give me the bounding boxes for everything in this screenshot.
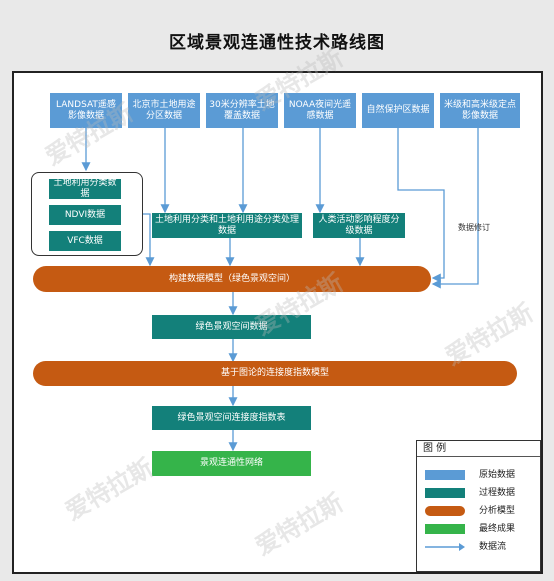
legend-swatch-raw [425,470,465,480]
raw-data-noaa-nightlight: NOAA夜间光遥感数据 [284,93,356,128]
model-graph-connectivity-index: 基于图论的连接度指数模型 [33,361,517,386]
model-green-landscape-space: 构建数据模型（绿色景观空间） [33,266,431,292]
legend-item-dataflow: 数据流 [425,540,535,554]
legend-item-process: 过程数据 [425,486,535,500]
legend-label-model: 分析模型 [479,506,516,516]
process-human-activity: 人类活动影响程度分级数据 [313,213,405,238]
process-landuse-combined: 土地利用分类和土地利用途分类处理数据 [152,213,302,238]
process-landuse-classification: 土地利用分类数据 [49,178,121,199]
legend-label-dataflow: 数据流 [479,542,507,552]
raw-data-meter-level-imagery: 米级和高米级定点影像数据 [440,93,520,128]
legend-label-raw: 原始数据 [479,470,516,480]
legend-swatch-arrow-icon [425,543,465,551]
arrow-meterlevel-to-model1 [431,128,479,289]
diagram-title: 区域景观连通性技术路线图 [169,33,385,53]
raw-data-landcover-30m: 30米分辨率土地覆盖数据 [206,93,278,128]
legend-title: 图 例 [417,441,540,457]
legend-label-final: 最终成果 [479,524,516,534]
legend-item-final: 最终成果 [425,522,535,536]
raw-data-landuse-zoning: 北京市土地用途分区数据 [128,93,200,128]
legend-item-model: 分析模型 [425,504,535,518]
legend-swatch-model [425,506,465,516]
arrow-reserve-to-model1 [397,128,445,283]
raw-data-landsat: LANDSAT遥感影像数据 [50,93,122,128]
process-vfc: VFC数据 [49,231,121,251]
legend-swatch-final [425,524,465,534]
legend-swatch-process [425,488,465,498]
raw-data-nature-reserve: 自然保护区数据 [362,93,434,128]
legend: 图 例 原始数据 过程数据 分析模型 最终成果 数据流 [416,440,541,572]
data-correction-note: 数据修订 [458,223,490,232]
legend-label-process: 过程数据 [479,488,516,498]
landsat-derived-group [31,172,143,256]
process-ndvi: NDVI数据 [49,205,121,225]
process-green-landscape-data: 绿色景观空间数据 [152,315,311,339]
final-landscape-connectivity-network: 景观连通性网络 [152,451,311,476]
legend-item-raw: 原始数据 [425,468,535,482]
process-connectivity-index-table: 绿色景观空间连接度指数表 [152,406,311,430]
arrow-group-to-model1 [143,213,155,267]
